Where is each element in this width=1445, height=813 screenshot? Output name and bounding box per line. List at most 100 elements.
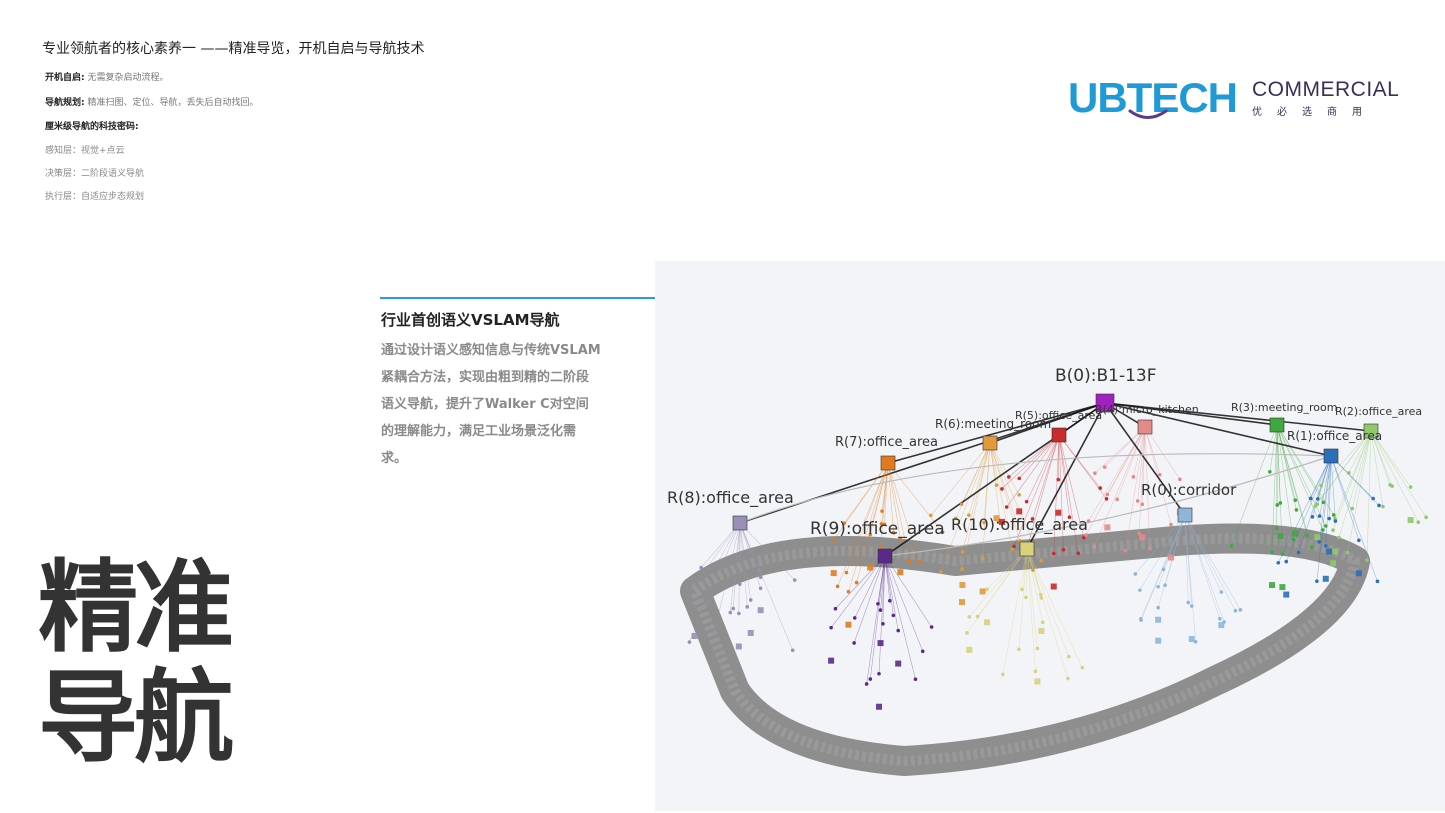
big-title: 精准 导航 — [38, 553, 234, 776]
logo-commercial: COMMERCIAL — [1252, 78, 1400, 101]
object-point — [1066, 676, 1070, 681]
object-point — [1218, 616, 1222, 621]
feature-body: 通过设计语义感知信息与传统VSLAM紧耦合方法，实现由粗到精的二阶段语义导航，提… — [381, 343, 601, 466]
object-marker — [1050, 583, 1057, 590]
object-point — [1004, 505, 1009, 509]
object-point — [1268, 469, 1272, 474]
object-point — [1233, 608, 1238, 613]
object-point — [1365, 558, 1369, 562]
object-point — [1337, 535, 1341, 540]
object-point — [1346, 471, 1351, 475]
object-point — [1296, 550, 1301, 555]
building-node — [1095, 393, 1115, 413]
object-point — [878, 545, 883, 550]
object-point — [1238, 608, 1243, 612]
object-point — [1321, 528, 1325, 532]
object-point — [1275, 503, 1280, 507]
object-point — [1390, 484, 1395, 488]
object-point — [1375, 579, 1380, 584]
object-point — [1093, 471, 1097, 475]
object-point — [1319, 483, 1324, 488]
object-point — [852, 641, 856, 645]
object-point — [929, 513, 933, 518]
object-point — [1371, 496, 1375, 501]
object-marker — [1330, 560, 1337, 567]
object-point — [1035, 646, 1040, 651]
object-point — [1377, 503, 1381, 508]
object-point — [1051, 551, 1056, 556]
room-edge — [884, 402, 1106, 557]
object-point — [1010, 547, 1015, 552]
object-point — [758, 575, 763, 580]
object-point — [1039, 558, 1044, 563]
object-point — [1293, 498, 1298, 503]
object-point — [1169, 522, 1173, 527]
room-label: R(2):office_area — [1335, 405, 1422, 418]
object-marker — [1034, 678, 1041, 685]
room-node — [982, 435, 998, 451]
object-point — [1309, 545, 1314, 550]
room-node — [877, 548, 893, 564]
object-point — [1147, 546, 1152, 551]
object-point — [712, 631, 716, 636]
object-point — [1017, 493, 1021, 497]
object-marker — [1407, 517, 1414, 524]
object-point — [1333, 519, 1338, 523]
object-point — [1001, 672, 1005, 677]
object-point — [687, 640, 692, 644]
object-marker — [735, 643, 742, 650]
room-label: R(1):office_area — [1287, 429, 1382, 443]
logo-brand: UBTECH — [1068, 74, 1238, 121]
object-point — [1135, 499, 1140, 503]
room-label: R(8):office_area — [667, 488, 794, 508]
object-point — [1280, 552, 1285, 556]
object-point — [758, 586, 763, 591]
object-marker — [830, 570, 837, 577]
object-point — [982, 520, 986, 525]
object-point — [1092, 544, 1097, 549]
object-point — [737, 611, 741, 616]
object-point — [967, 615, 972, 619]
object-marker — [895, 660, 902, 667]
object-marker — [959, 599, 966, 606]
object-point — [994, 483, 999, 487]
object-point — [1080, 665, 1085, 670]
object-point — [1317, 514, 1322, 518]
big-title-line2: 导航 — [38, 659, 234, 776]
object-marker — [1277, 532, 1284, 539]
object-point — [1012, 544, 1016, 549]
object-marker — [867, 564, 874, 571]
object-point — [1082, 535, 1086, 540]
object-point — [882, 522, 887, 527]
object-marker — [757, 607, 764, 614]
room-label: R(9):office_area — [810, 519, 945, 539]
room-label: R(3):meeting_room — [1231, 401, 1337, 414]
room-node — [1019, 541, 1035, 557]
object-point — [1039, 592, 1043, 597]
room-node — [880, 455, 896, 471]
object-marker — [877, 640, 884, 647]
object-point — [1278, 501, 1283, 505]
object-marker — [897, 569, 904, 576]
object-point — [929, 625, 934, 629]
object-marker — [1355, 570, 1362, 577]
object-point — [975, 614, 980, 619]
object-point — [960, 550, 965, 554]
object-marker — [1326, 548, 1333, 555]
object-point — [1156, 584, 1160, 589]
object-point — [1186, 600, 1191, 605]
object-point — [1158, 472, 1162, 477]
graph-labels: R(8):office_areaR(7):office_areaR(6):mee… — [667, 366, 1422, 539]
object-point — [1076, 551, 1081, 556]
room-label: R(6):meeting_room — [935, 417, 1051, 431]
object-point — [1024, 499, 1029, 504]
object-point — [1345, 550, 1350, 555]
object-point — [1219, 590, 1224, 594]
object-point — [938, 570, 943, 574]
object-point — [881, 622, 885, 626]
object-point — [745, 605, 750, 609]
object-point — [831, 538, 836, 542]
building-label: B(0):B1-13F — [1055, 366, 1157, 386]
object-point — [1000, 487, 1004, 491]
object-point — [1310, 515, 1315, 519]
